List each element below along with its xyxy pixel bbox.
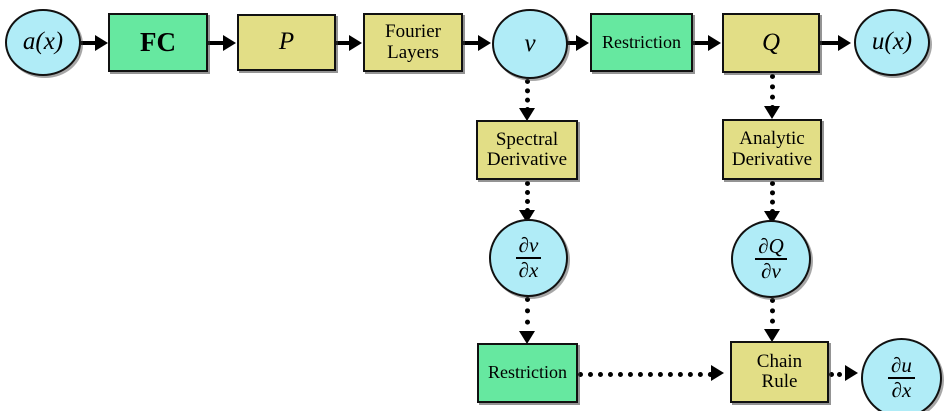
edge-spectral-to-dvdx	[525, 181, 530, 213]
node-chain-rule[interactable]: Chain Rule	[730, 341, 829, 403]
node-output-label: u(x)	[871, 28, 913, 56]
node-analytic-derivative[interactable]: Analytic Derivative	[722, 119, 822, 180]
fraction-denominator: ∂v	[761, 259, 781, 283]
fraction-dv-dx: ∂v ∂x	[515, 235, 542, 282]
arrowhead-dvdx-to-restriction-bottom	[519, 331, 535, 344]
edge-v-to-restriction-top	[567, 41, 581, 45]
node-dq-dv[interactable]: ∂Q ∂v	[731, 220, 811, 298]
node-restriction-bottom-label: Restriction	[488, 362, 567, 383]
fraction-dq-dv: ∂Q ∂v	[755, 236, 787, 282]
fraction-numerator: ∂u	[888, 355, 915, 379]
edge-q-to-analytic	[770, 74, 775, 110]
edge-chain-rule-to-dudx	[829, 372, 850, 377]
edge-p-to-fourier	[336, 41, 352, 45]
fraction-numerator: ∂Q	[755, 236, 787, 260]
arrowhead-p-to-fourier	[349, 35, 362, 51]
node-q[interactable]: Q	[722, 13, 820, 73]
edge-q-to-output	[820, 41, 840, 45]
edge-v-to-spectral	[525, 79, 530, 112]
node-p[interactable]: P	[237, 14, 336, 71]
node-restriction-top-label: Restriction	[602, 31, 681, 52]
arrowhead-q-to-output	[838, 35, 851, 51]
node-v[interactable]: v	[492, 9, 568, 79]
edge-dqdv-to-chain-rule	[770, 298, 775, 334]
fraction-numerator: ∂v	[515, 235, 542, 259]
node-p-label: P	[278, 28, 295, 56]
arrowhead-input-to-fc	[95, 35, 108, 51]
node-v-label: v	[524, 29, 536, 57]
node-fourier-layers[interactable]: Fourier Layers	[363, 13, 463, 72]
edge-dvdx-to-restriction-bottom	[525, 297, 530, 336]
node-fc[interactable]: FC	[108, 13, 208, 72]
fraction-denominator: ∂x	[518, 258, 539, 282]
edge-restriction-bottom-to-chain-rule	[578, 372, 713, 377]
node-q-label: Q	[761, 28, 781, 56]
node-restriction-top[interactable]: Restriction	[590, 13, 693, 72]
node-du-dx[interactable]: ∂u ∂x	[861, 338, 942, 411]
node-spectral-derivative[interactable]: Spectral Derivative	[476, 120, 578, 180]
arrowhead-v-to-restriction-top	[576, 35, 589, 51]
arrowhead-v-to-spectral	[519, 108, 535, 121]
node-input-a-of-x[interactable]: a(x)	[5, 9, 81, 76]
edge-analytic-to-dqdv	[770, 181, 775, 214]
arrowhead-dqdv-to-chain-rule	[764, 329, 780, 342]
arrowhead-q-to-analytic	[764, 106, 780, 119]
node-fourier-layers-label: Fourier Layers	[385, 21, 441, 63]
edge-fc-to-p	[208, 41, 225, 45]
arrowhead-restriction-bottom-to-chain-rule	[711, 365, 724, 381]
fraction-denominator: ∂x	[891, 378, 912, 402]
node-dv-dx[interactable]: ∂v ∂x	[489, 219, 568, 297]
node-analytic-derivative-label: Analytic Derivative	[731, 128, 813, 170]
edge-restriction-top-to-q	[693, 41, 710, 45]
arrowhead-fourier-to-v	[478, 35, 491, 51]
fraction-du-dx: ∂u ∂x	[888, 355, 915, 401]
node-spectral-derivative-label: Spectral Derivative	[486, 128, 568, 170]
node-fc-label: FC	[140, 27, 176, 58]
node-chain-rule-label: Chain Rule	[756, 350, 803, 392]
node-restriction-bottom[interactable]: Restriction	[477, 343, 578, 403]
node-output-u-of-x[interactable]: u(x)	[854, 9, 930, 76]
arrowhead-chain-rule-to-dudx	[845, 365, 858, 381]
edge-fourier-to-v	[463, 41, 480, 45]
node-input-label: a(x)	[22, 28, 64, 56]
arrowhead-fc-to-p	[223, 35, 236, 51]
arrowhead-restriction-top-to-q	[708, 35, 721, 51]
edge-input-to-fc	[81, 41, 99, 45]
